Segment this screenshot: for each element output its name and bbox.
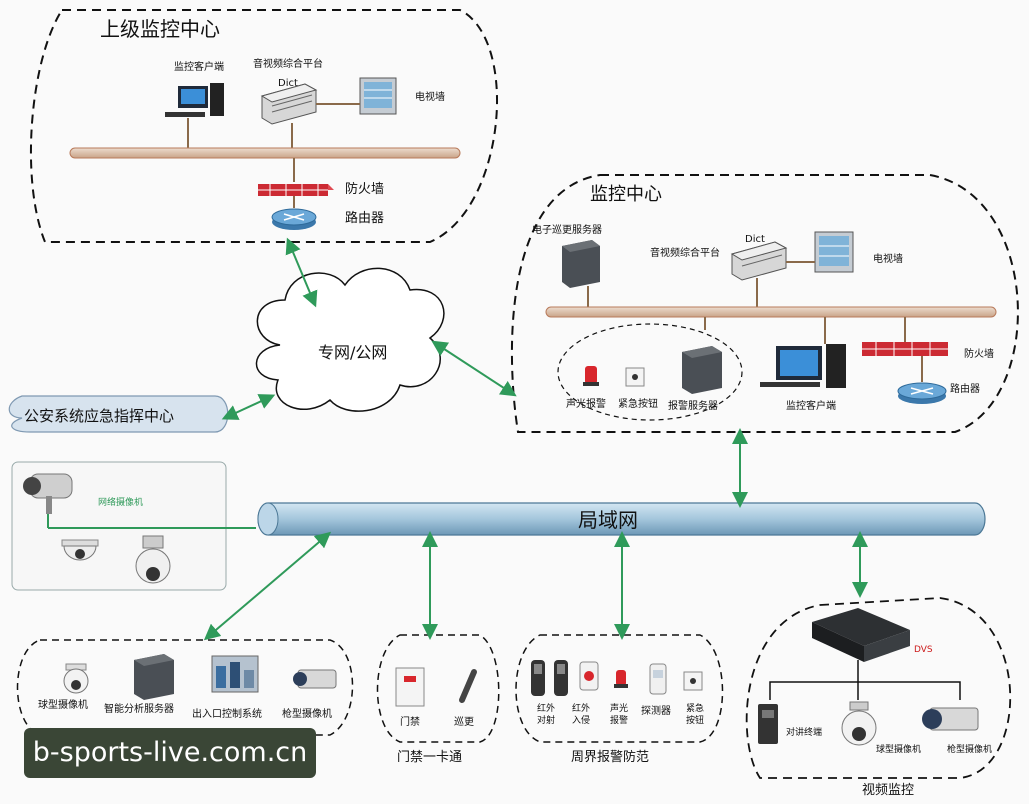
video-dome-camera-label: 球型摄像机 [876,743,921,755]
dvs-icon [812,608,910,662]
patrol-server-label: 电子巡更服务器 [532,223,602,236]
upper-device-brand: Dict [278,78,298,89]
sound-light-alarm-label: 声光报警 [566,397,606,410]
perimeter-emergency-label-1: 紧急 [686,702,704,714]
upper-bus [69,147,461,159]
smart-dome-camera-label: 球型摄像机 [38,698,88,711]
ir-intrusion-icon [554,660,568,696]
upper-router-label: 路由器 [345,210,384,226]
video-title: 视频监控 [862,783,914,798]
detector-icon [649,663,667,695]
police-to-cloud-arrow [221,394,276,420]
door-access-icon [395,667,425,707]
cloud-to-local-arrow [431,340,517,397]
upper-firewall-label: 防火墙 [345,181,384,197]
detector-label: 探测器 [641,704,671,717]
upper-router-icon [271,208,317,230]
perimeter-sound-light-icon [614,670,628,688]
upper-monitor-client-label: 监控客户端 [174,60,224,73]
ptz-camera-icon [135,535,171,584]
access-card-zone: 门禁 巡更 门禁一卡通 [376,634,500,765]
alarm-subgroup [557,323,743,421]
alarm-server-label: 报警服务器 [668,399,718,412]
cloud-network: 专网/公网 [255,267,445,412]
local-firewall-label: 防火墙 [964,347,994,360]
perimeter-emergency-icon [683,671,703,691]
ir-intrusion-label-1: 红外 [572,702,590,714]
ir-beam-label-2: 对射 [537,714,555,726]
patrol-stick-icon [459,669,477,703]
access-card-title: 门禁一卡通 [397,750,462,765]
sound-light-alarm-icon [583,366,599,386]
patrol-label: 巡更 [454,716,474,728]
police-center-label: 公安系统应急指挥中心 [24,407,174,425]
ir-beam-icon [531,660,545,696]
police-center: 公安系统应急指挥中心 [8,395,229,433]
upper-firewall-icon [258,184,334,196]
upper-av-platform-icon [260,83,318,125]
patrol-server-icon [562,240,600,288]
perimeter-emergency-label-2: 按钮 [686,714,704,726]
perimeter-title: 周界报警防范 [571,749,649,765]
local-monitor-client-icon [760,344,846,388]
analysis-server-icon [134,654,174,700]
ir-beam-label-1: 红外 [537,702,555,714]
upper-center-title: 上级监控中心 [100,17,220,41]
lan-bus: 局域网 [257,502,986,536]
perimeter-sound-light-label-1: 声光 [610,702,628,714]
local-av-platform-icon [730,241,788,281]
local-monitor-client-label: 监控客户端 [786,399,836,412]
local-router-icon [897,382,947,404]
smart-dome-camera-icon [63,663,89,694]
local-device-brand: Dict [745,234,765,245]
emergency-button-label: 紧急按钮 [618,397,658,410]
access-system-icon [211,655,259,693]
network-camera-label: 网络摄像机 [98,496,143,508]
perimeter-sound-light-label-2: 报警 [610,714,628,726]
local-router-label: 路由器 [950,382,980,395]
ir-intrusion-label-2: 入侵 [572,714,590,726]
smart-analysis-zone: 球型摄像机 智能分析服务器 出入口控制系统 枪型摄像机 [16,639,354,736]
local-center-title: 监控中心 [590,184,662,205]
video-bullet-camera-icon [922,707,979,731]
intercom-label: 对讲终端 [786,726,822,738]
perimeter-alarm-button-icon [579,661,599,691]
emergency-button-icon [625,367,645,387]
access-system-label: 出入口控制系统 [192,707,262,720]
upper-to-cloud-arrow [285,237,318,308]
local-firewall-icon [862,342,948,356]
alarm-server-icon [682,346,722,394]
box-camera-icon [23,473,73,514]
connectors [203,237,868,641]
upper-center-zone: 上级监控中心 监控客户端 音视频综合平台 Dict 电视墙 [29,9,498,243]
local-av-platform-label: 音视频综合平台 [650,246,720,259]
video-bullet-camera-label: 枪型摄像机 [947,743,992,755]
upper-av-platform-label: 音视频综合平台 [253,57,323,70]
local-tv-wall-icon [814,231,854,273]
upper-tv-wall-icon [359,77,397,115]
smart-bullet-camera-icon [293,669,337,689]
door-access-label: 门禁 [400,715,420,728]
intercom-icon [758,704,778,744]
local-bus [545,306,997,318]
analysis-server-label: 智能分析服务器 [104,702,174,715]
video-zone: DVS 对讲终端 球型摄像机 枪型摄像机 视频监控 [745,597,1011,798]
lan-label: 局域网 [578,508,638,532]
smart-bullet-camera-label: 枪型摄像机 [282,707,332,720]
local-tv-wall-label: 电视墙 [873,252,903,265]
upper-monitor-client-icon [165,83,224,117]
dvs-branch-link [769,681,961,700]
cloud-label: 专网/公网 [318,343,387,362]
lan-to-smart-arrow [203,531,332,641]
watermark-banner: b-sports-live.com.cn [24,728,316,778]
dvs-label: DVS [914,645,933,655]
network-cameras-zone: 网络摄像机 [11,461,256,591]
upper-tv-wall-label: 电视墙 [415,90,445,103]
perimeter-zone: 红外 对射 红外 入侵 声光 报警 探测器 紧急 按钮 周界报警防范 [515,634,724,765]
video-dome-camera-icon [841,701,877,746]
dome-camera-small-icon [61,539,99,561]
local-center-zone: 监控中心 电子巡更服务器 音视频综合平台 Dict 电视墙 [510,174,1019,433]
